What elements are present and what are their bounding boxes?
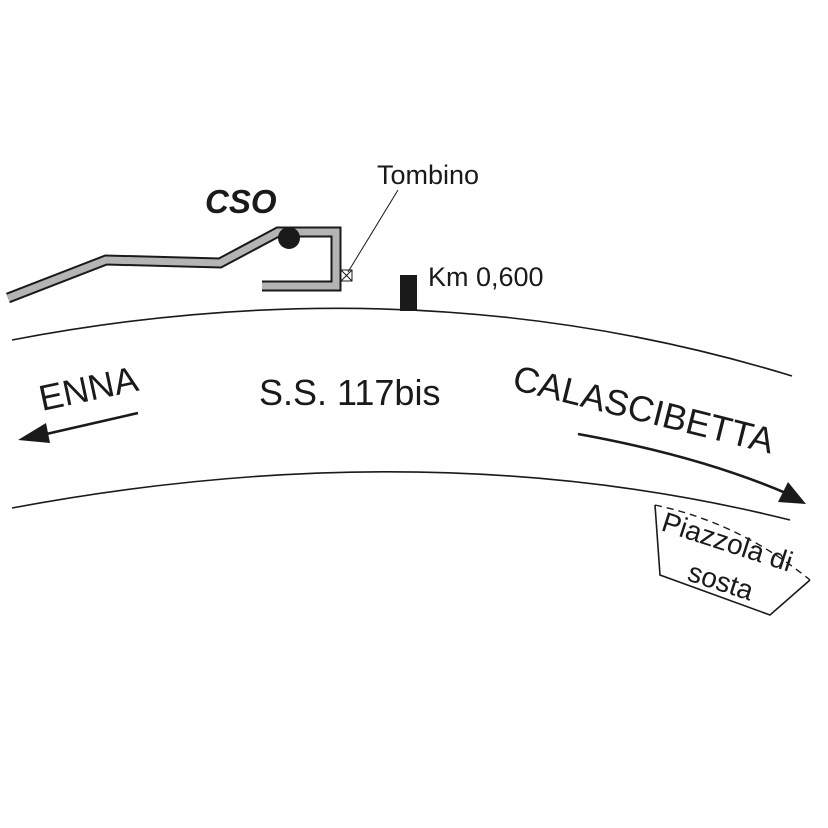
- cso-label: CSO: [205, 183, 277, 220]
- road-edge-bottom: [11, 471, 791, 521]
- tombino-icon: [340, 269, 353, 282]
- cso-point-icon: [278, 227, 300, 249]
- arrow-right-icon: [577, 432, 806, 504]
- road-name: S.S. 117bis: [259, 372, 440, 413]
- tombino-label: Tombino: [377, 160, 479, 190]
- lay-by: [654, 504, 811, 616]
- destination-enna: ENNA: [35, 358, 141, 419]
- km-marker-post: [400, 275, 417, 311]
- tombino-leader-line: [347, 189, 399, 273]
- destination-calascibetta: CALASCIBETTA: [509, 357, 778, 461]
- km-marker-label: Km 0,600: [428, 262, 544, 292]
- arrow-left-icon: [18, 411, 139, 443]
- pipe: [6, 228, 340, 302]
